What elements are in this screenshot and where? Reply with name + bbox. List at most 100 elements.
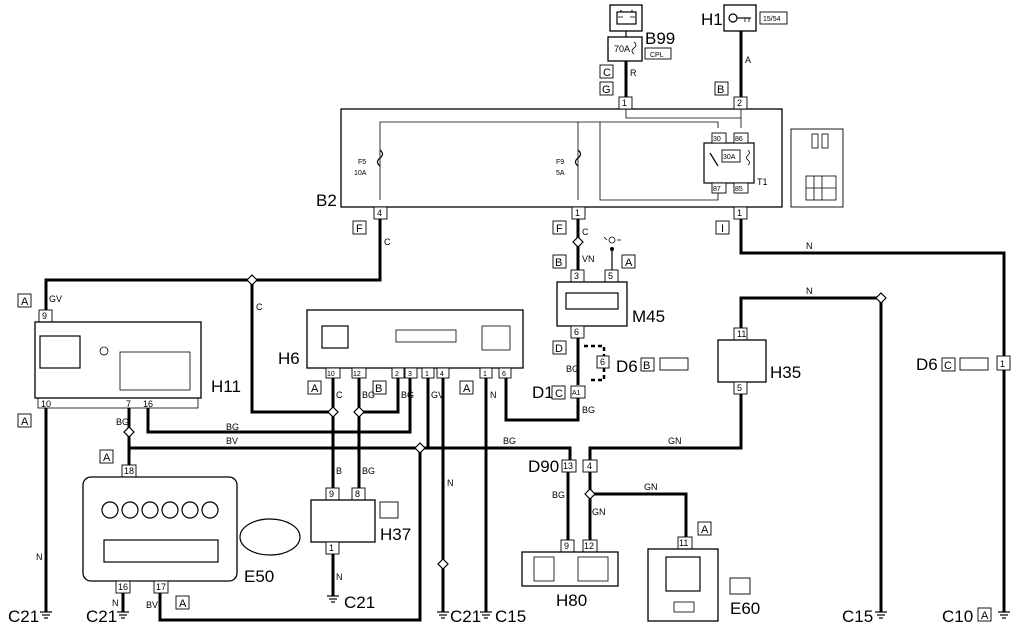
ground-c21-h37: C21 (327, 593, 375, 612)
svg-text:D90: D90 (528, 457, 559, 476)
connector-icon (659, 357, 689, 371)
svg-text:D1: D1 (532, 383, 554, 402)
svg-text:2: 2 (737, 98, 742, 108)
svg-text:N: N (806, 286, 813, 296)
svg-text:BG: BG (362, 390, 375, 400)
svg-text:E60: E60 (730, 599, 760, 618)
battery-icon (616, 10, 637, 25)
svg-text:BG: BG (503, 436, 516, 446)
svg-text:C15: C15 (495, 607, 526, 626)
svg-text:C21: C21 (450, 607, 481, 626)
svg-text:H11: H11 (211, 377, 241, 396)
svg-text:C: C (384, 237, 391, 247)
svg-text:BG: BG (362, 466, 375, 476)
ignition-key-icon (728, 13, 751, 23)
svg-text:GV: GV (431, 390, 444, 400)
h37-component: 9 8 H37 1 (310, 487, 411, 555)
ground-c10: C10 A (942, 607, 1010, 626)
svg-text:F: F (356, 223, 363, 235)
h1-ignition-switch: H1 15/54 (701, 4, 788, 32)
svg-text:N: N (36, 552, 43, 562)
ground-c21-e50: C21 (86, 607, 129, 626)
svg-text:N: N (490, 390, 497, 400)
svg-text:13: 13 (563, 461, 573, 471)
svg-text:87: 87 (713, 186, 721, 193)
ground-c15-h35: C15 (842, 607, 887, 626)
svg-text:7: 7 (126, 399, 131, 409)
svg-text:18: 18 (124, 466, 134, 476)
svg-text:16: 16 (118, 582, 128, 592)
svg-text:8: 8 (355, 489, 360, 499)
svg-text:GN: GN (592, 507, 606, 517)
svg-text:1: 1 (622, 98, 627, 108)
svg-text:3: 3 (408, 371, 412, 378)
svg-text:E50: E50 (244, 567, 274, 586)
svg-text:BG: BG (552, 490, 565, 500)
svg-text:A: A (625, 257, 633, 269)
svg-text:A: A (103, 452, 111, 464)
svg-text:B: B (336, 466, 342, 476)
svg-text:H80: H80 (556, 591, 587, 610)
svg-text:9: 9 (564, 541, 569, 551)
svg-text:N: N (806, 241, 813, 251)
svg-text:F9: F9 (556, 159, 564, 166)
h35-component: 11 H35 5 (717, 327, 801, 395)
h11-component: 9 H11 10 7 16 (34, 309, 241, 409)
svg-text:C10: C10 (942, 607, 973, 626)
svg-text:BG: BG (582, 405, 595, 415)
h80-component: 9 12 H80 (521, 539, 619, 610)
ground-c21-left: C21 (8, 607, 52, 626)
svg-text:F5: F5 (358, 159, 366, 166)
e50-location-icon (239, 518, 301, 556)
svg-text:9: 9 (42, 311, 47, 321)
svg-text:BV: BV (226, 436, 238, 446)
h6-component: H6 10 12 2 3 1 4 1 6 (278, 309, 524, 379)
svg-text:11: 11 (737, 329, 746, 339)
e60-component: 11 E60 (647, 536, 760, 622)
svg-text:H6: H6 (278, 349, 300, 368)
svg-text:N: N (336, 572, 343, 582)
svg-text:1: 1 (329, 543, 334, 553)
e50-component: 18 E50 16 17 (82, 464, 274, 594)
svg-text:3: 3 (574, 271, 579, 281)
svg-text:A1: A1 (572, 390, 581, 397)
svg-text:D6: D6 (616, 357, 638, 376)
svg-text:C: C (256, 302, 263, 312)
svg-text:N: N (112, 598, 119, 608)
svg-text:11: 11 (679, 538, 688, 548)
svg-text:M45: M45 (632, 307, 665, 326)
svg-text:30A: 30A (723, 154, 736, 161)
m45-module: 3 5 M45 6 (556, 269, 665, 339)
svg-text:4: 4 (587, 461, 592, 471)
svg-text:2: 2 (395, 371, 399, 378)
svg-text:A: A (179, 598, 187, 610)
svg-text:T1: T1 (757, 177, 768, 187)
svg-text:I: I (721, 223, 724, 235)
svg-text:N: N (447, 478, 454, 488)
svg-text:C: C (336, 390, 343, 400)
svg-text:BG: BG (401, 390, 414, 400)
b99-tag: CPL (650, 52, 664, 59)
svg-text:GV: GV (49, 294, 62, 304)
svg-text:A: A (21, 296, 29, 308)
svg-text:B: B (375, 383, 382, 395)
lamp-icon (603, 236, 621, 244)
display-icon (729, 577, 751, 595)
svg-text:4: 4 (440, 371, 444, 378)
ground-c15-h6: C15 (480, 607, 526, 626)
b99-amp: 70A (614, 44, 630, 54)
svg-text:VN: VN (582, 254, 595, 264)
svg-text:C: C (582, 227, 589, 237)
svg-text:1: 1 (425, 371, 429, 378)
svg-text:D: D (555, 343, 563, 355)
svg-text:C21: C21 (344, 593, 375, 612)
svg-text:C21: C21 (86, 607, 117, 626)
ground-c21-h6: C21 (437, 607, 481, 626)
svg-text:D6: D6 (916, 355, 938, 374)
svg-text:BG: BG (566, 364, 579, 374)
conn-letter-c: C (603, 67, 611, 79)
svg-text:1: 1 (483, 371, 487, 378)
svg-text:6: 6 (600, 357, 605, 367)
svg-text:1: 1 (737, 208, 742, 218)
